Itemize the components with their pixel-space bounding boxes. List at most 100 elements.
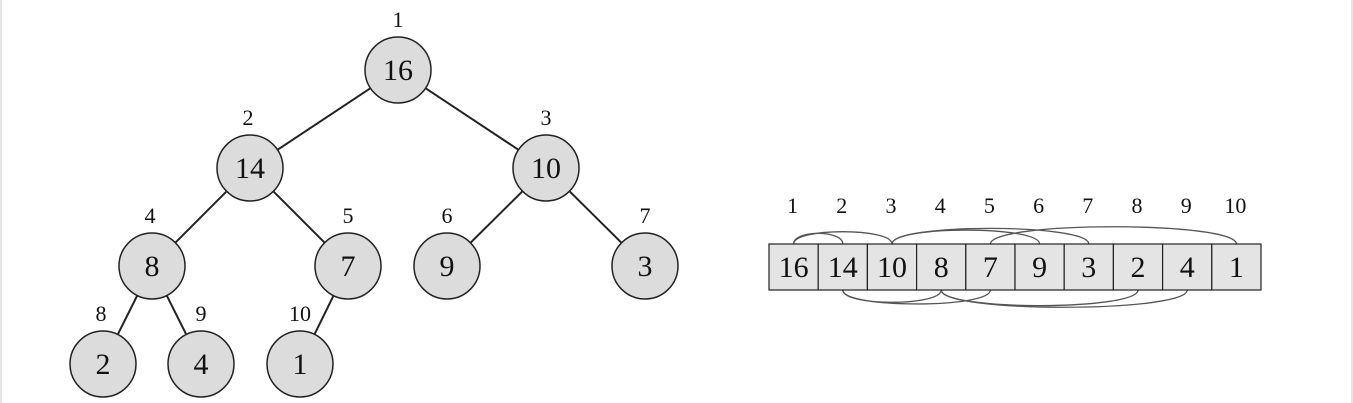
array-cell-9: 4 <box>1161 243 1213 291</box>
tree-node-value: 4 <box>194 348 209 381</box>
array-cell-value: 7 <box>983 251 998 284</box>
tree-node-circle <box>216 134 284 202</box>
array-cell-value: 14 <box>828 251 858 284</box>
array-arc-1-2 <box>792 232 844 245</box>
right-frame-border <box>1351 0 1353 403</box>
array-cell-2: 14 <box>817 243 869 291</box>
tree-edge-5-10 <box>313 295 335 335</box>
array-cell-6: 9 <box>1014 243 1065 291</box>
array-cell-value: 16 <box>779 251 809 284</box>
tree-node-value: 8 <box>145 250 160 283</box>
array-cell-value: 3 <box>1081 251 1096 284</box>
tree-node-index: 6 <box>442 203 453 228</box>
array-arc-1-3 <box>792 231 893 245</box>
array-index-label: 4 <box>935 193 946 218</box>
array-cell-1: 16 <box>768 243 819 291</box>
tree-node-circle <box>611 232 679 300</box>
array-cell-4: 8 <box>915 243 967 291</box>
tree-node-value: 16 <box>383 54 413 87</box>
tree-edges <box>116 87 623 335</box>
array-index-label: 2 <box>836 193 847 218</box>
tree-edge-3-6 <box>469 190 524 244</box>
tree-node-index: 4 <box>145 203 156 228</box>
tree-node-10: 1 10 <box>266 301 334 398</box>
array-cell-box <box>1161 243 1213 291</box>
tree-edge-4-8 <box>116 295 139 335</box>
array-index-label: 3 <box>886 193 897 218</box>
tree-node-value: 2 <box>96 348 111 381</box>
tree-node-value: 3 <box>638 250 653 283</box>
array-cell-value: 9 <box>1032 251 1047 284</box>
tree-node-circle <box>413 232 481 300</box>
array-cell-value: 8 <box>934 251 949 284</box>
tree-edge-1-3 <box>424 87 520 151</box>
array-cell-box <box>915 243 967 291</box>
array-arc-2-4 <box>842 289 942 303</box>
array-cell-3: 10 <box>866 243 918 291</box>
array-cell-5: 7 <box>965 243 1016 291</box>
array-index-label: 1 <box>787 193 798 218</box>
array-cell-box <box>1112 243 1164 291</box>
tree-node-6: 96 <box>413 203 481 300</box>
tree-edge-2-4 <box>174 190 228 244</box>
array-index-label: 7 <box>1082 193 1093 218</box>
tree-node-9: 49 <box>167 301 235 398</box>
tree-node-value: 1 <box>293 348 308 381</box>
array-cell-box <box>1063 243 1114 291</box>
tree-node-index: 10 <box>289 301 311 326</box>
tree-node-circle <box>266 330 334 398</box>
tree-node-circle <box>118 232 186 300</box>
array-index-label: 8 <box>1132 193 1143 218</box>
tree-node-4: 84 <box>118 203 186 300</box>
tree-edge-1-2 <box>276 87 372 151</box>
tree-node-circle <box>314 232 382 300</box>
tree-node-circle <box>167 330 235 398</box>
heap-array: 16 1 14 2 10 3 8 4 7 5 9 6 3 7 2 8 4 9 1 10 <box>768 193 1262 291</box>
tree-node-value: 7 <box>341 250 356 283</box>
tree-node-index: 7 <box>640 203 651 228</box>
tree-node-index: 9 <box>196 301 207 326</box>
array-cell-box <box>768 243 819 291</box>
tree-node-1: 16 1 <box>364 7 432 104</box>
tree-node-8: 28 <box>69 301 137 398</box>
array-cell-value: 1 <box>1229 251 1244 284</box>
array-index-label: 5 <box>984 193 995 218</box>
tree-node-7: 37 <box>611 203 679 300</box>
tree-node-circle <box>364 36 432 104</box>
array-arc-4-9 <box>940 289 1188 308</box>
array-arcs <box>792 226 1238 308</box>
array-index-label: 9 <box>1181 193 1192 218</box>
tree-node-value: 14 <box>235 152 265 185</box>
array-arc-5-10 <box>989 226 1238 245</box>
array-cell-box <box>1211 243 1262 291</box>
array-index-label: 6 <box>1033 193 1044 218</box>
tree-node-index: 3 <box>541 105 552 130</box>
tree-edge-4-9 <box>165 295 188 335</box>
array-cell-value: 4 <box>1180 251 1195 284</box>
tree-node-3: 10 3 <box>512 105 580 202</box>
array-cell-box <box>1014 243 1065 291</box>
array-cell-10: 1 <box>1211 243 1262 291</box>
array-cell-box <box>866 243 918 291</box>
tree-node-value: 9 <box>440 250 455 283</box>
tree-node-index: 5 <box>343 203 354 228</box>
tree-node-index: 1 <box>393 7 404 32</box>
tree-node-index: 2 <box>243 105 254 130</box>
tree-node-value: 10 <box>531 152 561 185</box>
tree-node-5: 75 <box>314 203 382 300</box>
tree-node-2: 14 2 <box>216 105 284 202</box>
tree-edge-2-5 <box>272 190 326 244</box>
array-index-label: 10 <box>1224 193 1246 218</box>
left-frame-border <box>0 0 2 403</box>
tree-edge-3-7 <box>568 190 623 244</box>
tree-node-circle <box>512 134 580 202</box>
array-cell-8: 2 <box>1112 243 1164 291</box>
array-cell-value: 10 <box>877 251 907 284</box>
tree-node-index: 8 <box>96 301 107 326</box>
array-cell-7: 3 <box>1063 243 1114 291</box>
array-cell-box <box>965 243 1016 291</box>
array-arc-4-8 <box>940 289 1139 307</box>
array-cell-value: 2 <box>1131 251 1146 284</box>
